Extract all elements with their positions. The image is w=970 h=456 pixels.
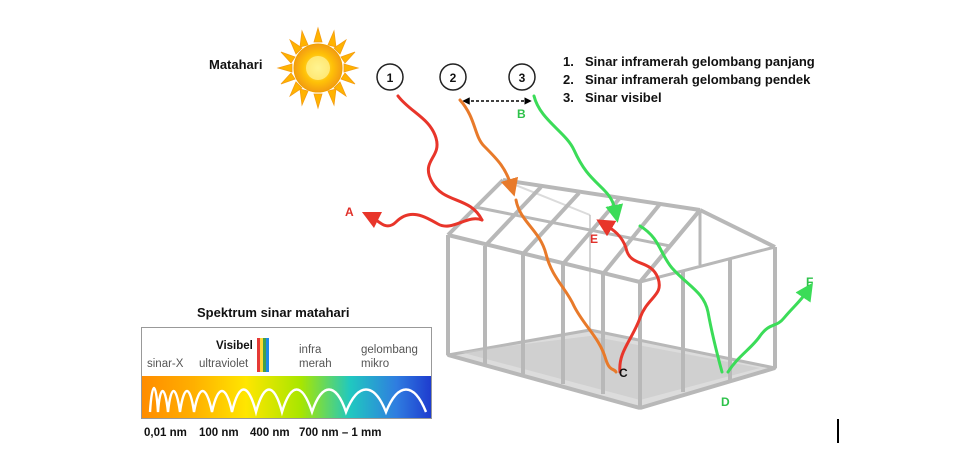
greenhouse-frame (446, 178, 777, 410)
ray-number-circles: 1 2 3 (376, 63, 536, 91)
legend: 1. Sinar inframerah gelombang panjang 2. S… (563, 53, 815, 107)
tick-label: 0,01 nm (144, 427, 187, 439)
point-label-F: F (806, 275, 813, 289)
ray-number-circle-1 (376, 63, 404, 91)
ray-number-1: 1 (387, 71, 394, 85)
point-label-B: B (517, 107, 526, 121)
tick-label: 700 nm – 1 mm (299, 427, 382, 439)
ray-1-long-infrared (396, 94, 484, 222)
point-label-E: E (590, 232, 598, 246)
legend-item: 3. Sinar visibel (563, 89, 815, 107)
sun-label: Matahari (209, 57, 263, 72)
infrared-label-line2: merah (299, 358, 332, 370)
ray-2-short-infrared (458, 98, 519, 197)
ray-number-3: 3 (519, 71, 526, 85)
spectrum-title: Spektrum sinar matahari (197, 305, 350, 320)
uv-label: ultraviolet (199, 358, 249, 370)
ray-number-circle-3 (508, 63, 536, 91)
ray-number-2: 2 (450, 71, 457, 85)
legend-item: 1. Sinar inframerah gelombang panjang (563, 53, 815, 71)
tick-label: 100 nm (199, 427, 239, 439)
microwave-label-line1: gelombang (361, 344, 418, 356)
point-label-A: A (345, 205, 354, 219)
spectrum-wave (148, 387, 428, 417)
ray-3-visible (532, 94, 624, 223)
spectrum-band (142, 338, 431, 418)
legend-item: 2. Sinar inframerah gelombang pendek (563, 71, 815, 89)
ray-reemitted-C-to-E (596, 219, 661, 374)
ray-number-circle-2 (439, 63, 467, 91)
xray-label: sinar-X (147, 358, 184, 370)
infrared-label-line1: infra (299, 344, 322, 356)
legend-item-text: Sinar visibel (585, 90, 662, 105)
radiation-rays (361, 94, 813, 374)
ray-reflected-to-A (361, 211, 484, 229)
ray-escaping-to-F (726, 282, 813, 374)
point-label-D: D (721, 395, 730, 409)
sun-icon (276, 26, 360, 110)
text-cursor (837, 419, 839, 443)
legend-item-number: 1. (563, 54, 574, 69)
microwave-label-line2: mikro (361, 358, 390, 370)
visible-label: Visibel (216, 340, 253, 352)
ray-2-inside (514, 198, 618, 374)
ray-3-inside (638, 224, 724, 374)
point-label-C: C (619, 366, 628, 380)
legend-item-text: Sinar inframerah gelombang panjang (585, 54, 815, 69)
legend-item-number: 2. (563, 72, 574, 87)
legend-item-text: Sinar inframerah gelombang pendek (585, 72, 811, 87)
legend-item-number: 3. (563, 90, 574, 105)
tick-label: 400 nm (250, 427, 290, 439)
